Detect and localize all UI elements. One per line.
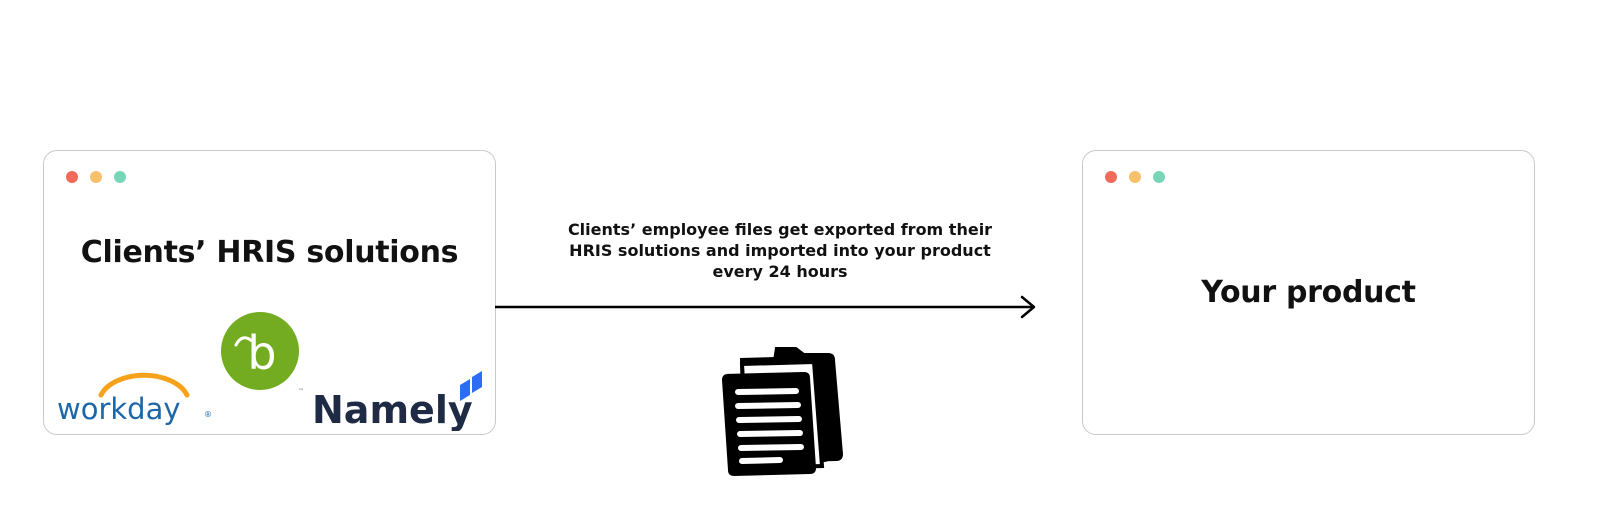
maximize-dot bbox=[1153, 171, 1165, 183]
minimize-dot bbox=[90, 171, 102, 183]
product-window: Your product bbox=[1082, 150, 1535, 435]
window-controls bbox=[66, 171, 126, 183]
workday-arc bbox=[98, 372, 190, 398]
close-dot bbox=[66, 171, 78, 183]
leaf-icon bbox=[234, 336, 254, 347]
hris-window: Clients’ HRIS solutions workday ® b ™ Na… bbox=[43, 150, 496, 435]
arrow-right-icon bbox=[495, 295, 1036, 319]
namely-logo: Namely bbox=[312, 371, 482, 431]
namely-wordmark: Namely bbox=[312, 388, 473, 431]
flow-caption: Clients’ employee files get exported fro… bbox=[567, 220, 993, 281]
registered-mark: ® bbox=[204, 410, 212, 419]
bamboohr-letter: b bbox=[247, 326, 276, 380]
namely-mark-icon bbox=[460, 371, 482, 401]
bamboohr-circle bbox=[221, 312, 299, 390]
close-dot bbox=[1105, 171, 1117, 183]
minimize-dot bbox=[1129, 171, 1141, 183]
hris-title: Clients’ HRIS solutions bbox=[80, 235, 459, 270]
files-icon bbox=[722, 347, 844, 476]
maximize-dot bbox=[114, 171, 126, 183]
workday-wordmark: workday bbox=[57, 392, 181, 426]
window-controls bbox=[1105, 171, 1165, 183]
trademark-mark: ™ bbox=[298, 388, 304, 395]
bamboohr-logo: b ™ bbox=[221, 312, 304, 395]
workday-logo: workday ® bbox=[57, 372, 212, 426]
product-title: Your product bbox=[1201, 275, 1416, 310]
